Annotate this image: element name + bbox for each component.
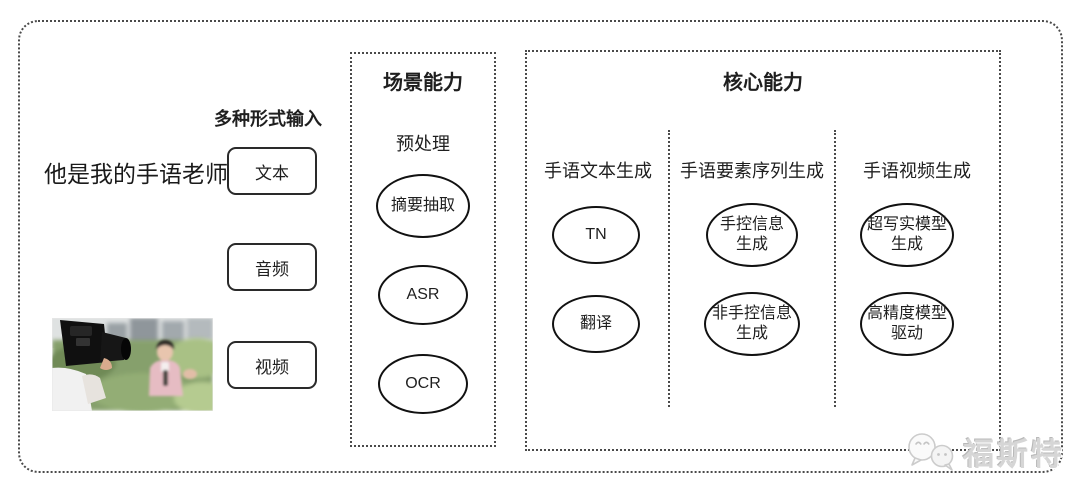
node-hyperreal-model-generation: 超写实模型 生成 (860, 203, 954, 267)
column-header-sign-text: 手语文本生成 (544, 161, 652, 181)
video-thumbnail (52, 318, 213, 411)
chat-bubbles-icon (908, 432, 954, 471)
column-header-sign-elements: 手语要素序列生成 (680, 161, 824, 181)
reporter-photo-illustration (52, 318, 213, 411)
node-translation: 翻译 (552, 295, 640, 353)
input-type-audio-label: 音频 (255, 259, 289, 279)
sample-sentence-text: 他是我的手语老师 (44, 161, 228, 187)
scene-capability-panel: 场景能力 预处理 摘要抽取 ASR OCR (350, 52, 496, 447)
core-capability-panel: 核心能力 手语文本生成 手语要素序列生成 手语视频生成 TN 翻译 手控信息 生… (525, 50, 1001, 451)
input-type-video-box: 视频 (227, 341, 317, 389)
watermark-text: 福斯特 (963, 437, 1065, 472)
input-type-audio-box: 音频 (227, 243, 317, 291)
input-section-title: 多种形式输入 (214, 109, 322, 129)
node-summary-extraction: 摘要抽取 (376, 174, 470, 238)
input-type-text-box: 文本 (227, 147, 317, 195)
node-asr: ASR (378, 265, 468, 325)
node-non-manual-info-generation: 非手控信息 生成 (704, 292, 800, 356)
input-type-text-label: 文本 (255, 163, 289, 183)
input-type-video-label: 视频 (255, 357, 289, 377)
node-manual-info-generation: 手控信息 生成 (706, 203, 798, 267)
column-header-sign-video: 手语视频生成 (863, 161, 971, 181)
outer-dotted-border (18, 20, 1063, 473)
column-separator-2 (834, 130, 836, 407)
column-separator-1 (668, 130, 670, 407)
core-panel-title: 核心能力 (723, 72, 803, 94)
node-ocr: OCR (378, 354, 468, 414)
watermark: 福斯特 (905, 429, 1065, 474)
preprocess-label: 预处理 (396, 134, 450, 154)
node-high-precision-model-driving: 高精度模型 驱动 (860, 292, 954, 356)
audio-waveform-icon (38, 226, 214, 304)
node-tn: TN (552, 206, 640, 264)
scene-panel-title: 场景能力 (383, 72, 463, 94)
